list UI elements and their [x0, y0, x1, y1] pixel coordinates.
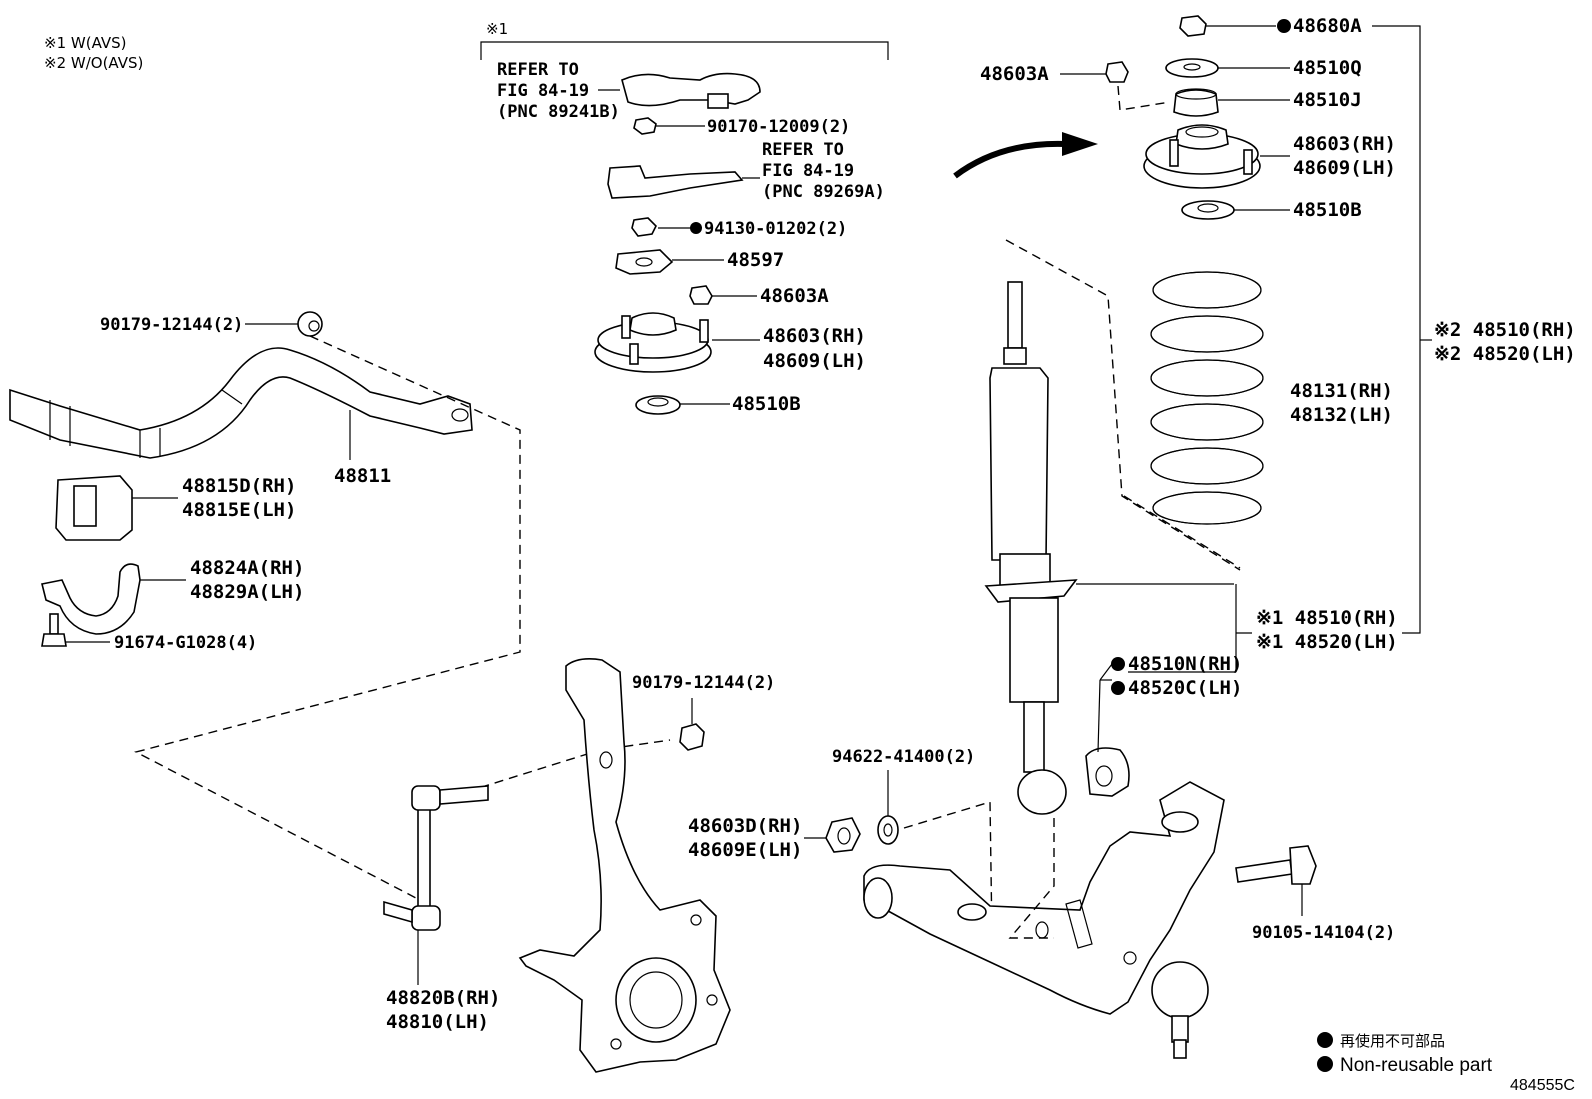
label-94130: 94130-01202(2): [704, 219, 847, 239]
nut-48603a-right-part: [1060, 61, 1171, 111]
non-reusable-dot-48520c: [1111, 681, 1125, 695]
refer1-line3: (PNC 89241B): [497, 102, 620, 122]
bolt-91674-part: [41, 613, 110, 647]
label-48609e: 48609E(LH): [688, 839, 802, 861]
non-reusable-dot-48680a: [1277, 19, 1291, 33]
shock-absorber-part: [984, 281, 1234, 815]
direction-arrow: [953, 140, 1066, 179]
nut-90170-part: [633, 117, 705, 135]
label-48510q: 48510Q: [1293, 57, 1362, 79]
stabilizer-bar-part: [9, 347, 473, 460]
bushing-48603d-part: [804, 817, 861, 853]
label-48131: 48131(RH): [1290, 380, 1393, 402]
label-48815e: 48815E(LH): [182, 499, 296, 521]
steering-knuckle-part: [518, 658, 731, 1073]
washer-94622-part: [877, 770, 899, 845]
avs-group-marker: ※1: [486, 20, 508, 38]
label-48510-w1: ※1 48510(RH): [1256, 607, 1398, 629]
label-48810: 48810(LH): [386, 1011, 489, 1033]
label-48829a: 48829A(LH): [190, 581, 304, 603]
legend-text-en: Non-reusable part: [1340, 1055, 1493, 1076]
label-48510n: 48510N(RH): [1128, 653, 1242, 675]
label-94622: 94622-41400(2): [832, 747, 975, 767]
stab-bracket-part: [41, 563, 186, 635]
legend-dot-jp: [1317, 1032, 1333, 1048]
label-48603a-mid: 48603A: [760, 285, 829, 307]
upper-mount-mid-part: [594, 312, 760, 373]
bushing-90179-top-part: [245, 311, 323, 337]
label-48510j: 48510J: [1293, 89, 1362, 111]
refer2-line2: FIG 84-19: [762, 161, 854, 181]
refer1-line1: REFER TO: [497, 60, 579, 80]
bushing-48510n-part: [1085, 679, 1130, 797]
assembly-line-spring: [1123, 495, 1241, 569]
nut-48603a-mid-part: [689, 285, 757, 305]
label-48603-right: 48603(RH): [1293, 133, 1396, 155]
assembly-line-shock-top: [1005, 239, 1241, 571]
refer2-line1: REFER TO: [762, 140, 844, 160]
label-48824a: 48824A(RH): [190, 557, 304, 579]
label-48815d: 48815D(RH): [182, 475, 296, 497]
assembly-line-stab: [134, 335, 521, 899]
label-48510b-mid: 48510B: [732, 393, 801, 415]
non-reusable-dot: [690, 222, 702, 234]
label-48597: 48597: [727, 249, 784, 271]
sensor-link-part: [607, 165, 760, 199]
note-w-avs: ※1 W(AVS): [44, 34, 127, 52]
assembly-line-arm: [903, 801, 993, 939]
label-48680a: 48680A: [1293, 15, 1362, 37]
height-sensor-part: [598, 72, 761, 109]
label-91674: 91674-G1028(4): [114, 633, 257, 653]
label-48603a-right: 48603A: [980, 63, 1049, 85]
label-48520c: 48520C(LH): [1128, 677, 1242, 699]
label-90170: 90170-12009(2): [707, 117, 850, 137]
stab-bushing-part: [55, 475, 178, 541]
label-90179-low: 90179-12144(2): [632, 673, 775, 693]
assembly-line-shock-bottom: [1008, 818, 1055, 939]
legend-dot-en: [1317, 1056, 1333, 1072]
coil-spring-part: [1150, 271, 1264, 525]
nut-48680a-part: [1179, 15, 1276, 37]
ball-joint-part: [1151, 961, 1209, 1059]
note-wo-avs: ※2 W/O(AVS): [44, 54, 143, 72]
insulator-48510b-right-part: [1181, 200, 1290, 220]
upper-mount-right-part: [1143, 124, 1290, 189]
nut-90179-low-part: [679, 698, 705, 751]
cushion-48510j-part: [1173, 88, 1290, 117]
washer-48510q-part: [1165, 58, 1290, 78]
label-48609-right: 48609(LH): [1293, 157, 1396, 179]
insulator-48510b-mid-part: [635, 395, 730, 415]
nut-94130-part: [631, 217, 702, 237]
label-90105: 90105-14104(2): [1252, 923, 1395, 943]
label-48520-w2: ※2 48520(LH): [1434, 343, 1576, 365]
stab-link-part: [383, 785, 489, 985]
label-48603-mid: 48603(RH): [763, 325, 866, 347]
lower-control-arm-part: [863, 781, 1225, 1015]
label-48820b: 48820B(RH): [386, 987, 500, 1009]
bolt-90105-part: [1235, 845, 1317, 916]
legend-text-jp: 再使用不可部品: [1340, 1032, 1445, 1050]
refer1-line2: FIG 84-19: [497, 81, 589, 101]
diagram-id: 484555C: [1510, 1077, 1575, 1094]
label-48510b-right: 48510B: [1293, 199, 1362, 221]
bracket-48597-part: [615, 249, 724, 275]
assembly-bracket-inner: [1235, 584, 1252, 672]
assembly-bracket-outer: [1372, 25, 1421, 634]
label-48520-w1: ※1 48520(LH): [1256, 631, 1398, 653]
refer2-line3: (PNC 89269A): [762, 182, 885, 202]
label-48132: 48132(LH): [1290, 404, 1393, 426]
avs-group-bracket: [480, 41, 889, 60]
label-48510-w2: ※2 48510(RH): [1434, 319, 1576, 341]
label-48603d: 48603D(RH): [688, 815, 802, 837]
assembly-line-link: [465, 739, 671, 793]
label-90179-top: 90179-12144(2): [100, 315, 243, 335]
label-48609-mid: 48609(LH): [763, 350, 866, 372]
label-48811: 48811: [334, 465, 391, 487]
arrow-head: [1062, 132, 1098, 156]
non-reusable-dot-48510n: [1111, 657, 1125, 671]
